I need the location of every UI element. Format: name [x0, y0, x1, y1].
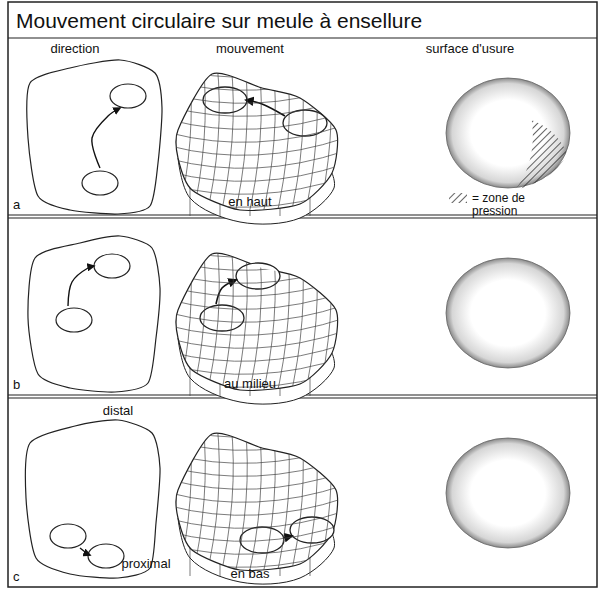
- wear-surface: [446, 258, 570, 368]
- row-illustration: [28, 236, 570, 404]
- title: Mouvement circulaire sur meule à ensellu…: [16, 9, 422, 32]
- wear-surface: [446, 438, 570, 548]
- stone-plan: [28, 236, 160, 392]
- label: mouvement: [216, 42, 284, 56]
- mesh-grid: [163, 420, 345, 583]
- pressure-zone: [515, 76, 572, 190]
- saddle-quern: [176, 73, 338, 224]
- frame: [8, 2, 597, 587]
- label: c: [13, 570, 20, 584]
- stone-plan: [25, 420, 160, 578]
- label: direction: [50, 42, 99, 56]
- row-illustration: [27, 60, 570, 224]
- label: au milieu: [224, 377, 276, 391]
- label: proximal: [121, 557, 170, 571]
- legend-swatch: [448, 192, 468, 204]
- mesh-grid: [163, 240, 345, 403]
- label: distal: [103, 404, 133, 418]
- saddle-quern: [176, 433, 338, 584]
- label: a: [13, 198, 20, 212]
- row-illustration: [25, 420, 570, 584]
- label: surface d'usure: [426, 42, 514, 56]
- label: en bas: [230, 567, 269, 581]
- label: b: [13, 378, 20, 392]
- stone-plan: [27, 60, 162, 214]
- legend-item: = zone de pression: [448, 192, 534, 217]
- label: en haut: [228, 195, 271, 209]
- legend-text: = zone de pression: [472, 192, 534, 217]
- pressure-zone: [447, 258, 560, 298]
- saddle-quern: [176, 253, 338, 404]
- pressure-zone: [450, 498, 520, 550]
- mesh-grid: [163, 60, 345, 223]
